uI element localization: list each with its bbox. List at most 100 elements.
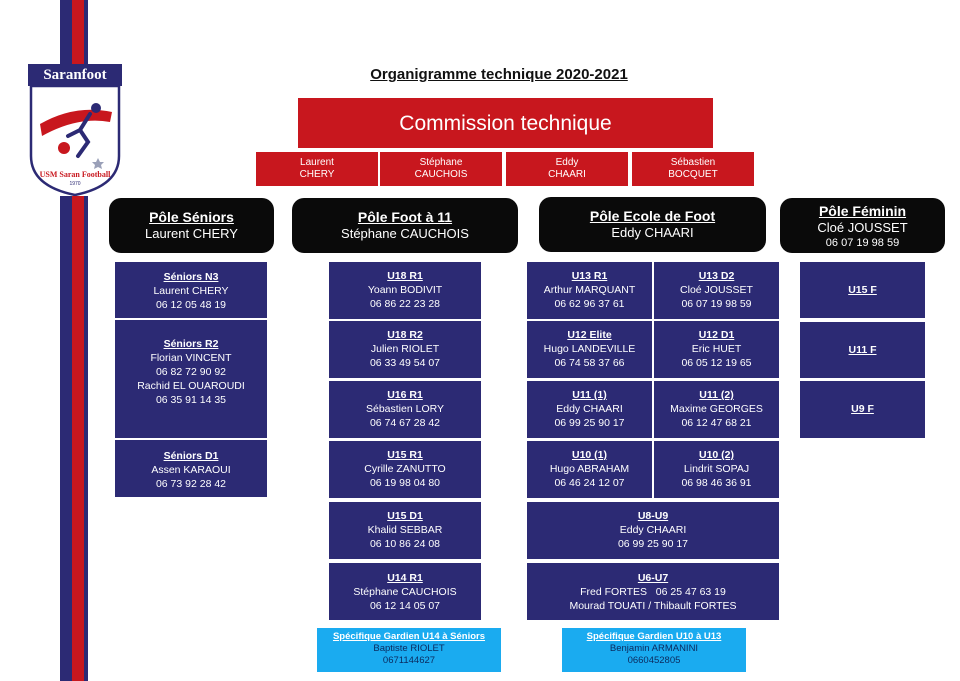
- member-first: Stéphane: [419, 157, 463, 168]
- commission-member: Stéphane CAUCHOIS: [380, 152, 502, 186]
- team-person: Mourad TOUATI / Thibault FORTES: [569, 600, 737, 612]
- team-name: U15 F: [848, 284, 877, 296]
- team-box-u8-u9: U8-U9 Eddy CHAARI 06 99 25 90 17: [527, 502, 779, 559]
- team-box-u9f: U9 F: [800, 381, 925, 438]
- team-phone: 06 73 92 28 42: [155, 478, 227, 490]
- team-box-u15f: U15 F: [800, 262, 925, 318]
- member-last: CAUCHOIS: [414, 169, 468, 180]
- team-box-seniors-d1: Séniors D1 Assen KARAOUI 06 73 92 28 42: [115, 440, 267, 497]
- team-name: Séniors D1: [163, 450, 219, 462]
- pole-feminin: Pôle Féminin Cloé JOUSSET 06 07 19 98 59: [780, 198, 945, 253]
- pole-name: Pôle Foot à 11: [357, 209, 453, 225]
- team-box-u11-1: U11 (1) Eddy CHAARI 06 99 25 90 17: [527, 381, 652, 438]
- team-person: Rachid EL OUAROUDI: [137, 380, 245, 392]
- team-person: Arthur MARQUANT: [543, 284, 636, 296]
- team-phone: 06 74 67 28 42: [369, 417, 441, 429]
- team-name: U12 D1: [698, 329, 735, 341]
- team-name: U12 Elite: [567, 329, 612, 341]
- team-person: Lindrit SOPAJ: [683, 463, 750, 475]
- gardien-box-u10-u13: Spécifique Gardien U10 à U13 Benjamin AR…: [562, 628, 746, 672]
- team-name: U10 (2): [698, 449, 734, 461]
- pole-foot11: Pôle Foot à 11 Stéphane CAUCHOIS: [292, 198, 518, 253]
- pole-seniors: Pôle Séniors Laurent CHERY: [109, 198, 274, 253]
- member-first: Sébastien: [670, 157, 716, 168]
- team-name: U13 R1: [571, 270, 608, 282]
- team-person: Florian VINCENT: [150, 352, 232, 364]
- pole-person: Eddy CHAARI: [611, 225, 694, 240]
- team-person: Stéphane CAUCHOIS: [353, 586, 457, 598]
- team-phone: 06 12 05 48 19: [155, 299, 227, 311]
- team-box-u16-r1: U16 R1 Sébastien LORY 06 74 67 28 42: [329, 381, 481, 438]
- team-person: Assen KARAOUI: [151, 464, 231, 476]
- team-box-u15-r1: U15 R1 Cyrille ZANUTTO 06 19 98 04 80: [329, 441, 481, 498]
- team-person: Eddy CHAARI: [556, 403, 623, 415]
- team-person: Eric HUET: [691, 343, 742, 355]
- team-box-u6-u7: U6-U7 Fred FORTES 06 25 47 63 19 Mourad …: [527, 563, 779, 620]
- team-name: U15 D1: [387, 510, 423, 522]
- logo-name: Saranfoot: [28, 64, 122, 86]
- gardien-title: Spécifique Gardien U10 à U13: [586, 631, 722, 642]
- team-phone: 06 62 96 37 61: [554, 298, 625, 310]
- team-person: Cyrille ZANUTTO: [364, 463, 446, 475]
- gardien-name: Benjamin ARMANINI: [609, 643, 699, 654]
- team-name: Séniors N3: [163, 271, 219, 283]
- team-phone: 06 05 12 19 65: [681, 357, 752, 369]
- team-box-u15-d1: U15 D1 Khalid SEBBAR 06 10 86 24 08: [329, 502, 481, 559]
- team-phone: 06 98 46 36 91: [681, 477, 752, 489]
- team-person: Cloé JOUSSET: [680, 284, 753, 296]
- team-box-u12-elite: U12 Elite Hugo LANDEVILLE 06 74 58 37 66: [527, 321, 652, 378]
- team-phone: 06 46 24 12 07: [554, 477, 625, 489]
- pole-name: Pôle Féminin: [818, 203, 907, 219]
- team-box-u18-r1: U18 R1 Yoann BODIVIT 06 86 22 23 28: [329, 262, 481, 319]
- pole-person: Laurent CHERY: [145, 226, 238, 241]
- team-person: Hugo ABRAHAM: [549, 463, 630, 475]
- team-name: U16 R1: [387, 389, 423, 401]
- team-phone: 06 10 86 24 08: [369, 538, 441, 550]
- member-last: BOCQUET: [668, 169, 718, 180]
- page-title: Organigramme technique 2020-2021: [370, 66, 628, 83]
- commission-title: Commission technique: [298, 98, 713, 148]
- team-box-u10-2: U10 (2) Lindrit SOPAJ 06 98 46 36 91: [654, 441, 779, 498]
- team-name: U11 (2): [699, 389, 734, 401]
- commission-member: Eddy CHAARI: [506, 152, 628, 186]
- team-name: U6-U7: [637, 572, 669, 584]
- team-phone: 06 19 98 04 80: [369, 477, 441, 489]
- team-person: Hugo LANDEVILLE: [543, 343, 636, 355]
- team-phone: 06 74 58 37 66: [554, 357, 625, 369]
- pole-name: Pôle Séniors: [149, 209, 234, 225]
- pole-person: Cloé JOUSSET: [817, 220, 908, 235]
- team-person: Eddy CHAARI: [619, 524, 687, 536]
- team-person: Yoann BODIVIT: [367, 284, 443, 296]
- team-phone: 06 12 14 05 07: [369, 600, 441, 612]
- team-phone: 06 82 72 90 92: [155, 366, 227, 378]
- gardien-phone: 0660452805: [627, 655, 681, 666]
- team-box-u10-1: U10 (1) Hugo ABRAHAM 06 46 24 12 07: [527, 441, 652, 498]
- gardien-title: Spécifique Gardien U14 à Séniors: [332, 631, 486, 642]
- team-phone: 06 86 22 23 28: [369, 298, 441, 310]
- team-box-seniors-n3: Séniors N3 Laurent CHERY 06 12 05 48 19: [115, 262, 267, 318]
- team-person: Sébastien LORY: [365, 403, 445, 415]
- team-person: Maxime GEORGES: [670, 403, 763, 415]
- team-box-u13-r1: U13 R1 Arthur MARQUANT 06 62 96 37 61: [527, 262, 652, 319]
- gardien-phone: 0671144627: [382, 655, 436, 666]
- logo-shield-icon: [29, 84, 121, 196]
- pole-phone: 06 07 19 98 59: [825, 237, 900, 249]
- team-box-seniors-r2: Séniors R2 Florian VINCENT 06 82 72 90 9…: [115, 320, 267, 438]
- gardien-name: Baptiste RIOLET: [373, 643, 445, 654]
- team-phone: 06 07 19 98 59: [681, 298, 752, 310]
- team-phone: 06 99 25 90 17: [554, 417, 625, 429]
- logo-year: 1970: [69, 181, 81, 187]
- team-box-u14-r1: U14 R1 Stéphane CAUCHOIS 06 12 14 05 07: [329, 563, 481, 620]
- team-box-u13-d2: U13 D2 Cloé JOUSSET 06 07 19 98 59: [654, 262, 779, 319]
- team-person: Laurent CHERY: [153, 285, 229, 297]
- member-first: Eddy: [555, 157, 579, 168]
- team-name: U10 (1): [571, 449, 607, 461]
- member-last: CHAARI: [548, 169, 586, 180]
- team-name: U18 R2: [387, 329, 423, 341]
- pole-person: Stéphane CAUCHOIS: [341, 226, 469, 241]
- pole-name: Pôle Ecole de Foot: [589, 208, 716, 224]
- stripe-navy-right: [84, 0, 88, 681]
- team-person: Julien RIOLET: [370, 343, 440, 355]
- team-name: U11 (1): [572, 389, 607, 401]
- team-name: U9 F: [851, 403, 874, 415]
